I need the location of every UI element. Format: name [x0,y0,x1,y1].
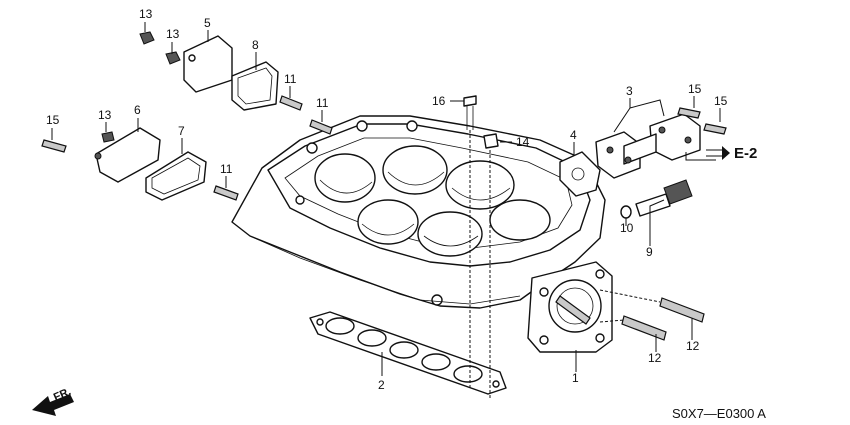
stud-12b [621,315,667,341]
callout-6: 6 [134,103,141,117]
reference-label: E-2 [734,145,757,162]
stud-11b [309,119,333,135]
callout-14: 14 [516,135,530,149]
gasket-8 [231,61,279,111]
callout-15c: 15 [46,113,60,127]
callout-12a: 12 [648,351,662,365]
diagram-code: S0X7—E0300 A [672,406,766,421]
callout-2: 2 [378,378,385,392]
temp-sensor [635,179,693,217]
callout-8: 8 [252,38,259,52]
stud-11c [213,185,239,201]
callout-3: 3 [626,84,633,98]
callout-15b: 15 [714,94,728,108]
callout-11b: 11 [316,96,329,110]
callout-11c: 11 [220,162,233,176]
callout-1: 1 [572,371,579,385]
callout-13b: 13 [166,27,180,41]
nut-13a [139,31,155,45]
callout-10: 10 [620,221,634,235]
callout-5: 5 [204,16,211,30]
bolt-16 [463,95,477,130]
bolt-15b [677,107,701,119]
callout-9: 9 [646,245,653,259]
iac-valve-assembly [595,113,701,179]
gasket-7 [145,151,207,201]
cover-6 [94,127,161,183]
callout-16: 16 [432,94,446,108]
throttle-body-flange [527,261,613,353]
callout-11a: 11 [284,72,297,86]
front-arrow-icon [32,394,74,416]
manifold-gasket [309,311,507,395]
bolt-15c [703,123,727,135]
nut-14 [483,133,499,149]
stud-12a [659,297,705,323]
nut-13b [165,51,181,65]
reference-arrow [706,146,730,160]
gasket-4 [559,151,601,197]
intake-manifold [231,115,606,309]
stud-11a [279,95,303,111]
callout-13c: 13 [98,108,112,122]
callout-4: 4 [570,128,577,142]
callout-13a: 13 [139,7,153,21]
callout-7: 7 [178,124,185,138]
leader-lines [51,22,721,400]
cover-5 [183,35,233,93]
nut-13c [101,131,115,143]
washer-10 [620,205,632,219]
callout-15a: 15 [688,82,702,96]
callout-12b: 12 [686,339,700,353]
bolt-15a [41,139,67,153]
